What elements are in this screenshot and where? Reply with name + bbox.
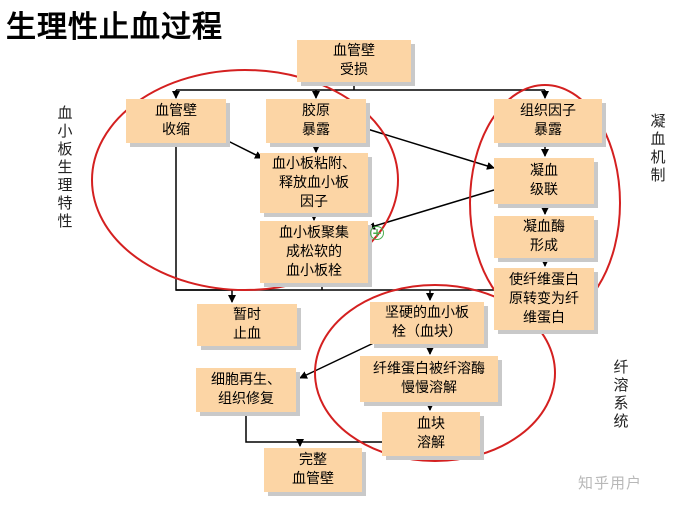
box-coagulation-cascade: 凝血 级联 <box>494 158 594 204</box>
expand-plus-icon[interactable]: + <box>370 226 384 240</box>
box-fibrinogen-to-fibrin: 使纤维蛋白 原转变为纤 维蛋白 <box>494 268 594 330</box>
box-fibrinolysis: 纤维蛋白被纤溶酶 慢慢溶解 <box>360 356 498 402</box>
connector-regeneration-down <box>245 412 300 443</box>
box-tissue-factor: 组织因子 暴露 <box>494 99 602 143</box>
watermark-text: 知乎用户 <box>578 474 643 492</box>
connector-contraction-down <box>175 145 232 291</box>
box-vessel-damage: 血管壁 受损 <box>297 40 411 82</box>
page-title: 生理性止血过程 <box>6 10 223 45</box>
box-thrombin-formation: 凝血酶 形成 <box>494 216 594 258</box>
side-label-fibrinolysis: 纤溶系统 <box>613 358 629 430</box>
connector-collagen-cascade <box>363 127 495 170</box>
platelet-ellipse <box>91 69 399 291</box>
box-cell-regeneration: 细胞再生、 组织修复 <box>196 368 296 412</box>
side-label-coagulation: 凝血机制 <box>650 112 666 184</box>
connector-clot-regeneration <box>299 339 381 379</box>
connector-cascade-aggregation <box>367 189 495 230</box>
box-platelet-adhesion: 血小板粘附、 释放血小板 因子 <box>260 153 368 213</box>
box-vessel-contraction: 血管壁 收缩 <box>126 99 226 143</box>
box-collagen-exposed: 胶原 暴露 <box>266 99 366 143</box>
connector-contraction-adhesion <box>225 139 263 159</box>
fibrinolysis-ellipse <box>314 284 556 462</box>
box-clot-dissolution: 血块 溶解 <box>382 412 480 456</box>
box-platelet-aggregation: 血小板聚集 成松软的 血小板栓 <box>260 221 368 283</box>
side-label-platelet: 血小板生理特性 <box>57 104 73 230</box>
box-intact-vessel: 完整 血管壁 <box>264 448 362 492</box>
box-temporary-hemostasis: 暂时 止血 <box>197 304 297 346</box>
box-firm-clot: 坚硬的血小板 栓（血块） <box>370 302 484 344</box>
